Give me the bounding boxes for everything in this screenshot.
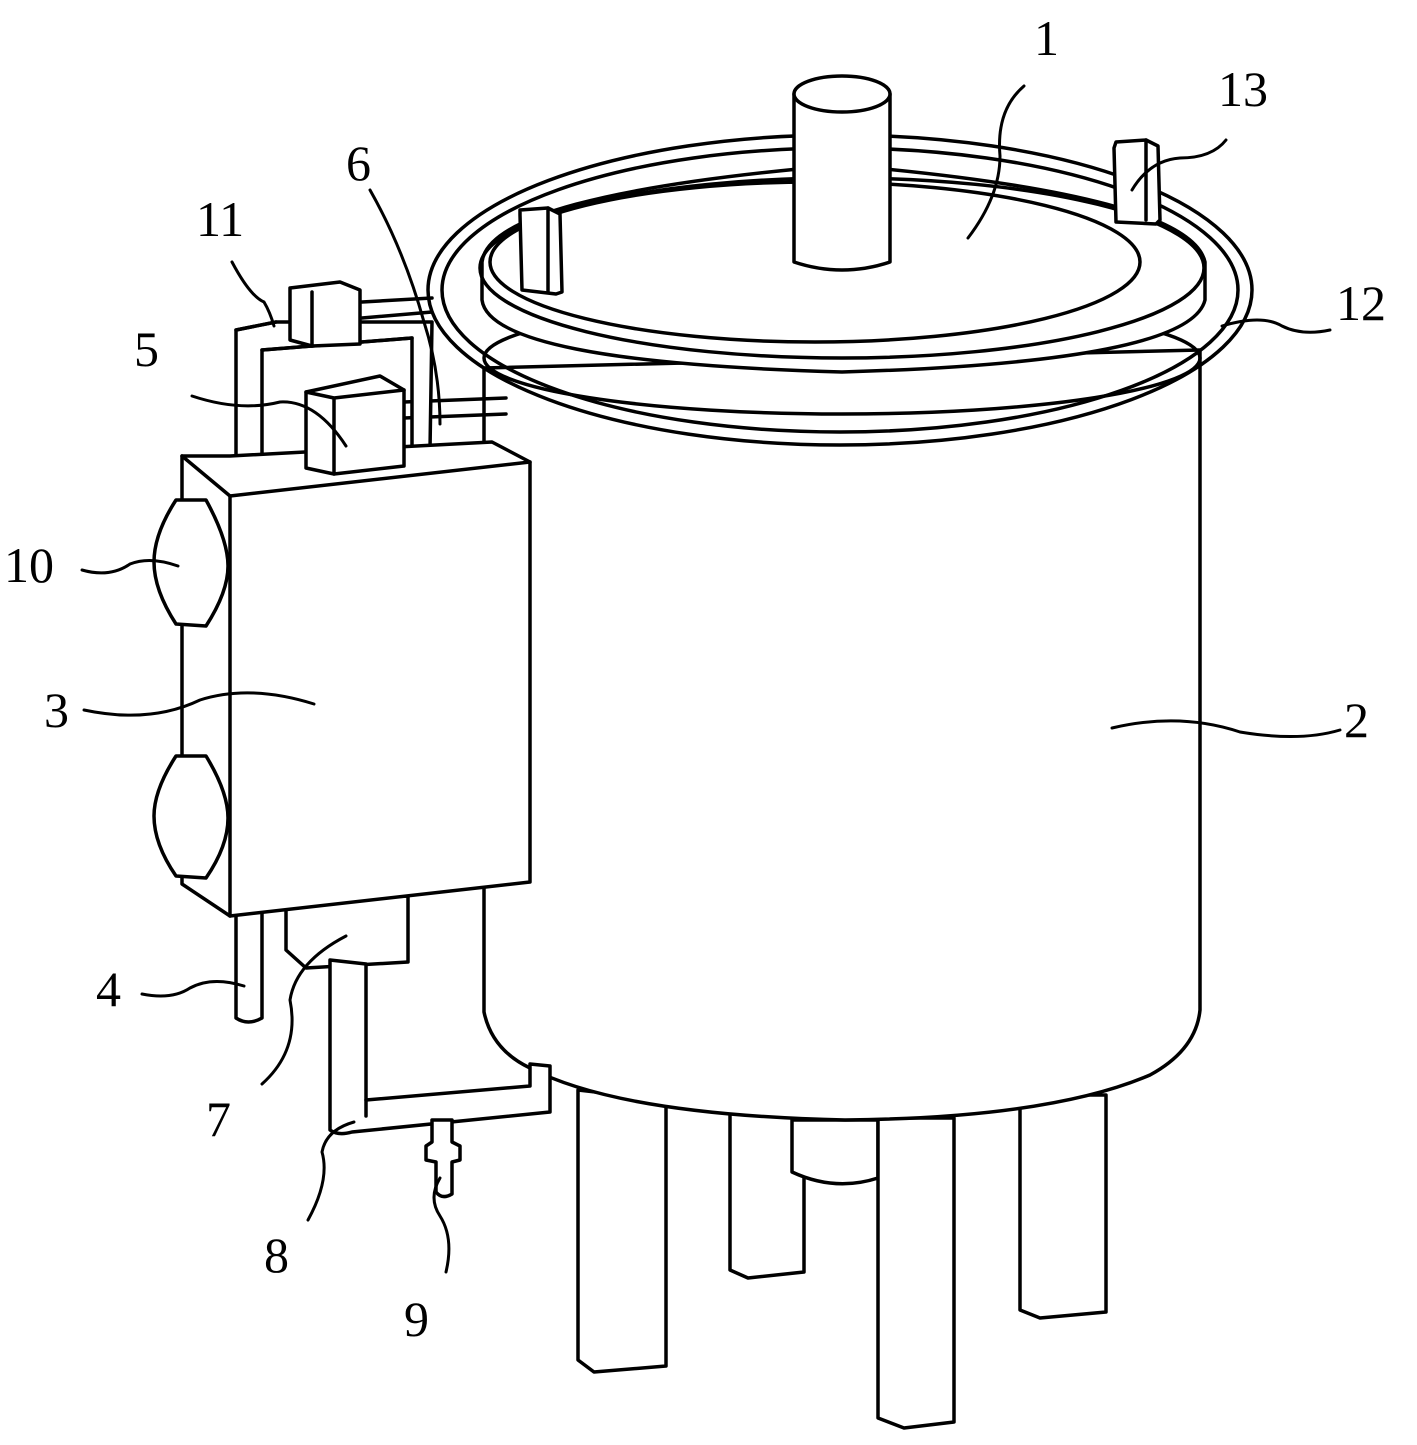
- leader-3: [82, 691, 316, 717]
- callout-10: 10: [4, 537, 54, 593]
- leader-1: [966, 84, 1026, 240]
- callout-8: 8: [264, 1227, 289, 1283]
- drain-nozzle: [424, 1118, 462, 1199]
- callout-6: 6: [346, 135, 371, 191]
- drain-frame: [284, 894, 552, 1136]
- control-box: [180, 440, 532, 918]
- leader-5: [190, 394, 348, 448]
- leader-13: [1130, 138, 1228, 192]
- leader-9: [432, 1176, 451, 1274]
- leg-front-right: [876, 1116, 956, 1430]
- leg-front-left: [576, 1088, 668, 1374]
- leader-10: [80, 559, 180, 575]
- callout-5: 5: [134, 321, 159, 377]
- callout-11: 11: [196, 191, 244, 247]
- leg-back-right: [1018, 1093, 1108, 1320]
- clip-left: [518, 206, 564, 296]
- center-shaft: [792, 74, 892, 272]
- leader-11: [230, 260, 276, 328]
- callout-12: 12: [1336, 275, 1386, 331]
- knob-upper: [152, 498, 230, 628]
- leader-7: [260, 934, 348, 1086]
- leader-lines: [80, 84, 1342, 1274]
- upper-switch-box: [288, 280, 362, 348]
- bottom-outlet: [790, 1118, 880, 1186]
- leader-6: [368, 188, 442, 426]
- callout-labels: 1 2 3 4 5 6 7 8 9 10 11 12 13: [4, 10, 1386, 1347]
- tank-body: [482, 300, 1202, 1122]
- callout-4: 4: [96, 961, 121, 1017]
- callout-2: 2: [1344, 692, 1369, 748]
- leader-8: [306, 1120, 356, 1222]
- callout-1: 1: [1034, 10, 1059, 66]
- top-switch-box: [304, 374, 406, 476]
- knob-lower: [152, 754, 230, 880]
- support-legs: [576, 1088, 1108, 1430]
- callout-3: 3: [44, 682, 69, 738]
- callout-13: 13: [1218, 61, 1268, 117]
- callout-7: 7: [206, 1091, 231, 1147]
- leader-12: [1220, 318, 1332, 334]
- knobs: [152, 498, 230, 880]
- leader-2: [1110, 719, 1342, 739]
- leader-4: [140, 980, 246, 998]
- callout-9: 9: [404, 1291, 429, 1347]
